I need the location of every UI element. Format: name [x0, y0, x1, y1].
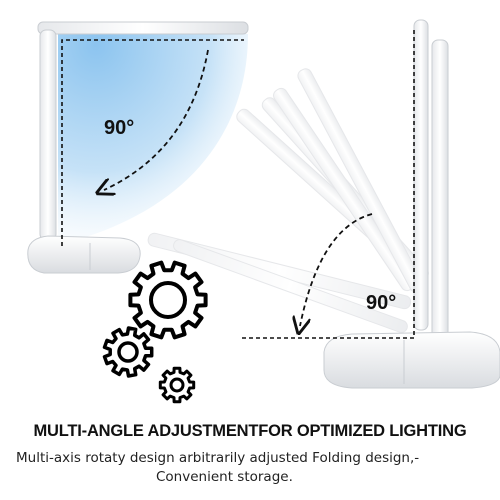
gear-icon — [158, 366, 196, 404]
gear-icon — [102, 326, 154, 378]
lamp-head — [37, 21, 249, 35]
lamp-arm — [39, 29, 57, 241]
dashed-frame — [61, 39, 244, 246]
lamp-base — [27, 235, 141, 274]
left-lamp — [27, 21, 249, 274]
description-line-1: Multi-axis rotaty design arbitrarily adj… — [16, 450, 420, 466]
dashed-arc-arrow-icon — [300, 213, 373, 326]
light-beam — [58, 34, 248, 245]
description-line-2: Convenient storage. — [156, 469, 293, 485]
dashed-frame — [240, 30, 415, 339]
right-lamp — [147, 19, 500, 389]
gear-icon — [128, 260, 208, 340]
angle-label-left: 90° — [104, 117, 135, 139]
headline: MULTI-ANGLE ADJUSTMENTFOR OPTIMIZED LIGH… — [33, 422, 467, 440]
lamp-arm-vertical — [431, 39, 449, 341]
lamp-head-vertical — [413, 19, 429, 331]
ghost-arms — [147, 68, 429, 333]
angle-label-right: 90° — [366, 292, 397, 314]
lamp-base — [323, 331, 500, 389]
